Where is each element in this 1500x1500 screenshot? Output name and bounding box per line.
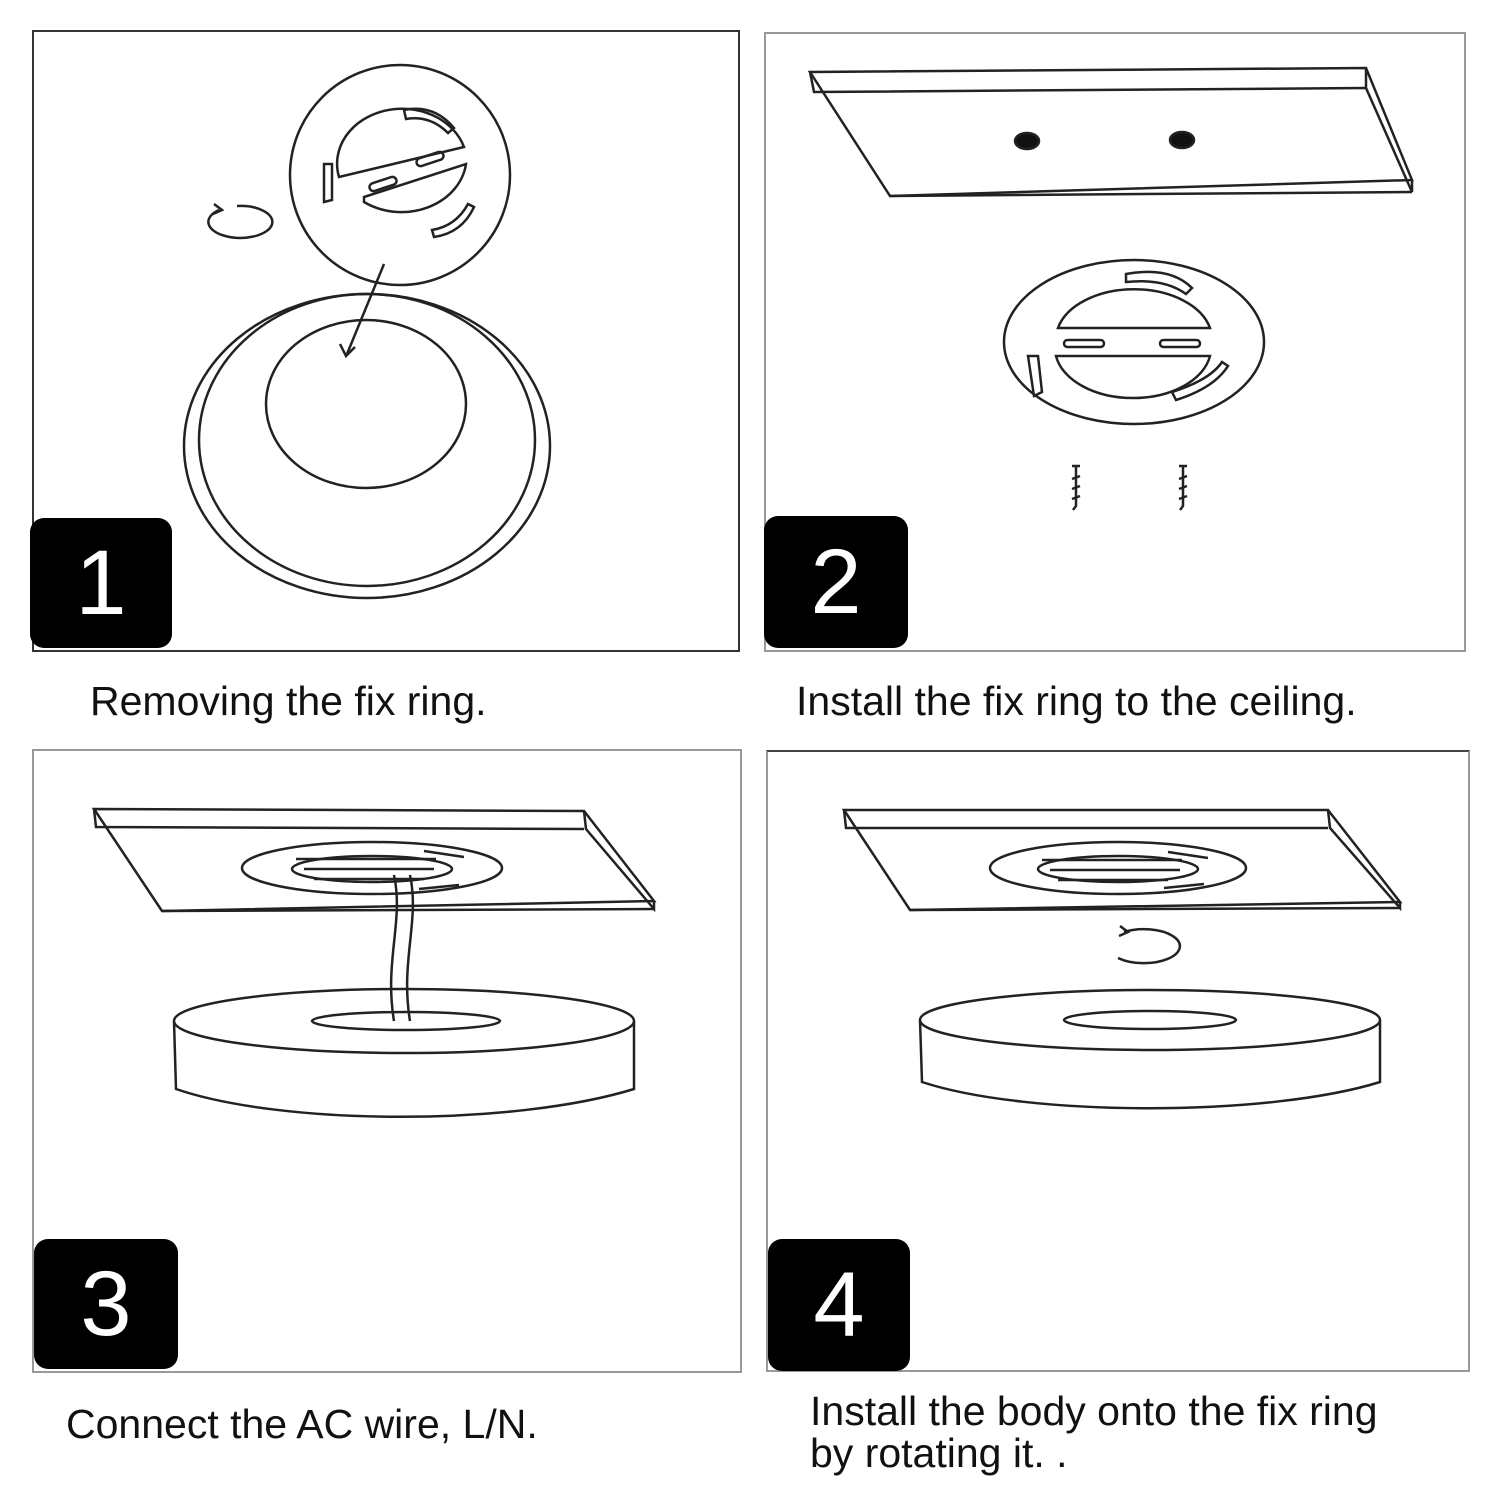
fix-ring-icon <box>1002 258 1266 426</box>
step-1-badge: 1 <box>30 518 172 648</box>
step-1-panel: 1 <box>30 30 740 652</box>
step-3-badge: 3 <box>34 1239 178 1369</box>
ac-wire-icon <box>389 874 415 1022</box>
rotate-arrow-icon <box>207 203 274 240</box>
step-4-number: 4 <box>813 1254 865 1356</box>
fix-ring-icon <box>288 63 512 287</box>
step-1-illustration <box>182 63 552 600</box>
step-4-illustration <box>841 808 1403 1110</box>
screw-icon <box>1178 464 1188 511</box>
step-4-caption: Install the body onto the fix ring by ro… <box>810 1390 1378 1474</box>
step-1-caption: Removing the fix ring. <box>90 678 487 724</box>
step-4-caption-line-2: by rotating it. . <box>810 1430 1068 1476</box>
step-1-number: 1 <box>75 532 127 634</box>
step-2-caption: Install the fix ring to the ceiling. <box>796 678 1357 724</box>
step-2-panel: 2 <box>764 32 1466 652</box>
fix-ring-icon <box>988 840 1248 896</box>
step-2-illustration <box>807 66 1414 511</box>
step-2-badge: 2 <box>764 516 908 648</box>
ceiling-board-icon <box>841 808 1403 912</box>
step-3-illustration <box>91 807 657 1118</box>
step-3-caption: Connect the AC wire, L/N. <box>66 1401 538 1447</box>
screw-icon <box>1071 464 1081 511</box>
step-4-badge: 4 <box>768 1239 910 1371</box>
lamp-body-icon <box>918 988 1382 1110</box>
fix-ring-icon <box>240 840 504 896</box>
step-2-number: 2 <box>810 531 862 633</box>
ceiling-board-icon <box>91 807 657 913</box>
ceiling-board-icon <box>807 66 1414 198</box>
lamp-body-icon <box>172 987 636 1118</box>
rotate-arrow-icon <box>1117 925 1182 965</box>
step-4-caption-line-1: Install the body onto the fix ring <box>810 1388 1378 1434</box>
lamp-body-icon <box>182 292 552 600</box>
step-4-panel: 4 <box>766 750 1470 1372</box>
step-3-panel: 3 <box>32 749 742 1373</box>
step-3-number: 3 <box>80 1253 132 1355</box>
